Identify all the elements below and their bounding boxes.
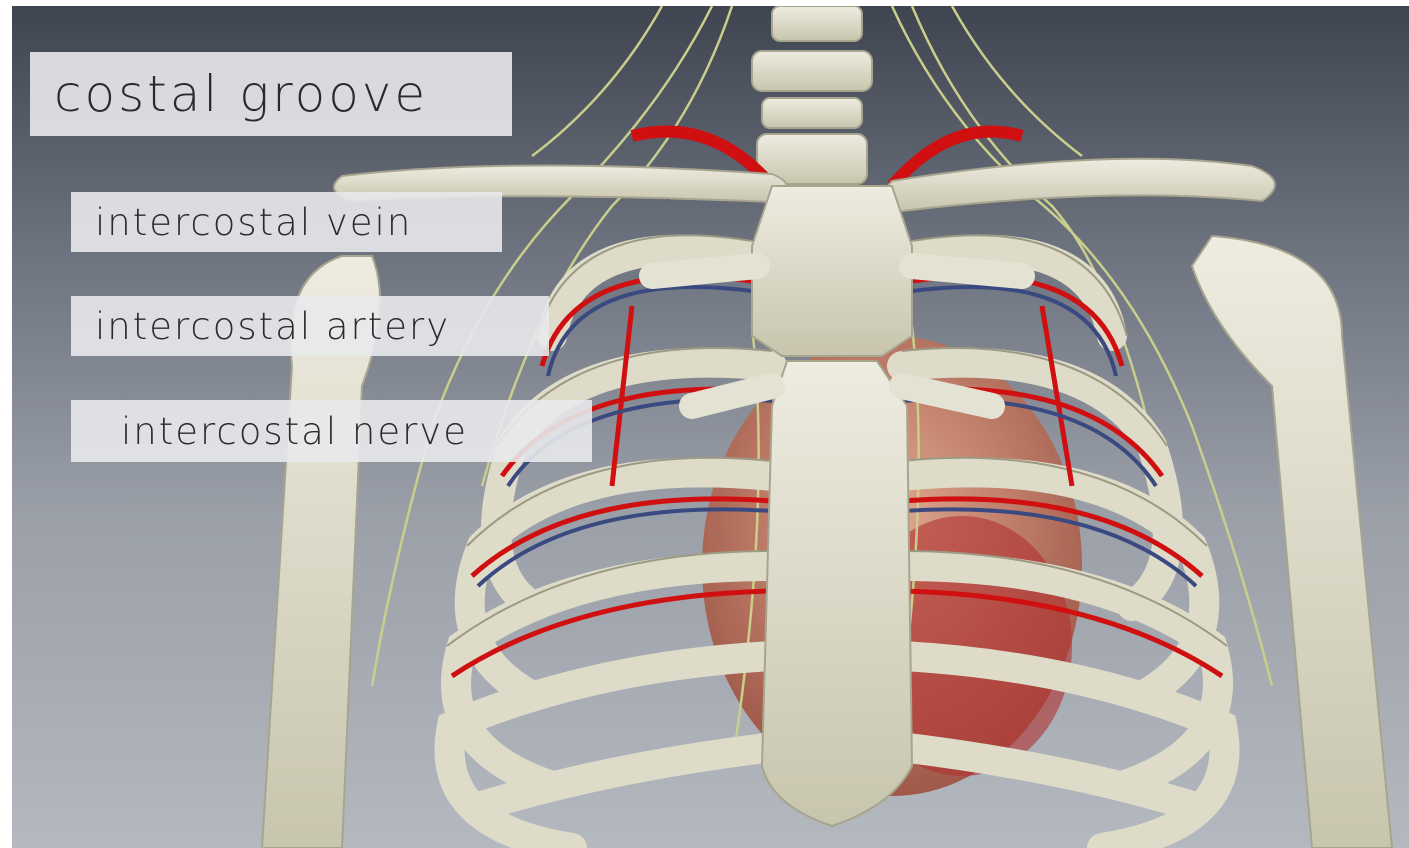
costal-groove-label: costal groove [30, 52, 512, 136]
intercostal-artery-label: intercostal artery [71, 296, 549, 356]
anatomy-illustration-frame: costal groove intercostal vein intercost… [12, 6, 1409, 848]
sternum [752, 186, 912, 826]
intercostal-vein-label: intercostal vein [71, 192, 502, 252]
intercostal-nerve-label: intercostal nerve [71, 400, 592, 462]
cervical-spine [752, 6, 872, 184]
